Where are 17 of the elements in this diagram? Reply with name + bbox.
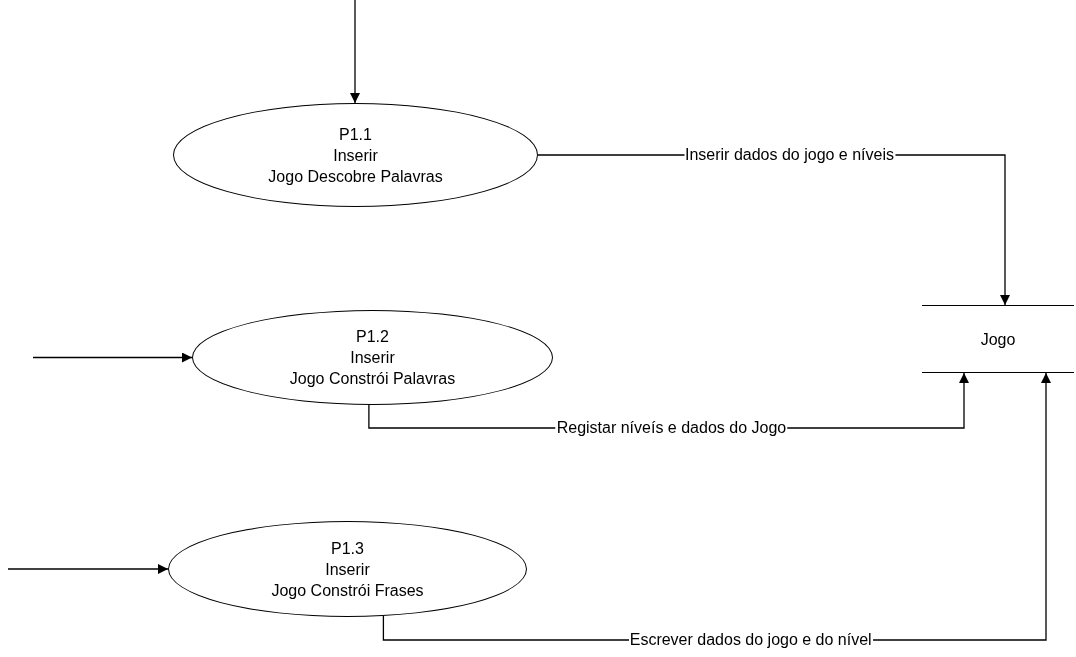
arrow xyxy=(32,352,193,363)
edge-label: Escrever dados do jogo e do nível xyxy=(628,631,873,649)
process-label: Jogo xyxy=(980,329,1016,350)
process-label: Inserir xyxy=(350,348,395,368)
process-label: Inserir xyxy=(325,559,370,580)
data-store xyxy=(922,305,1074,373)
process-label: P1.1 xyxy=(339,124,372,145)
process-label: P1.2 xyxy=(356,327,389,347)
process-label: P1.3 xyxy=(331,538,364,559)
arrow xyxy=(350,0,360,104)
process-label: Jogo Descobre Palavras xyxy=(268,166,443,187)
process-label: Jogo Constrói Frases xyxy=(271,580,424,601)
edge-label: Inserir dados do jogo e níveis xyxy=(684,146,895,164)
arrow xyxy=(7,564,169,574)
edge-label: Registar níveís e dados do Jogo xyxy=(555,419,788,437)
process-label: Jogo Constrói Palavras xyxy=(289,369,456,389)
process-label: Inserir xyxy=(333,145,378,166)
